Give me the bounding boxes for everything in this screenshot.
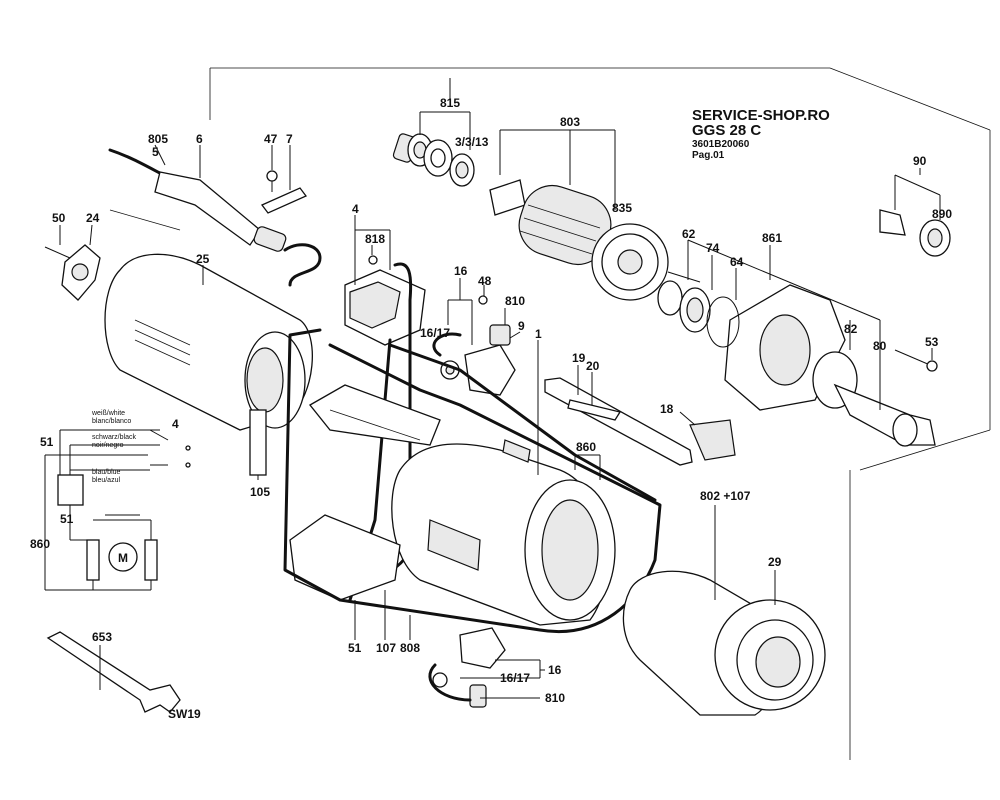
model-title: GGS 28 C (692, 122, 761, 139)
label-24: 24 (86, 211, 100, 225)
spindle-housing-82 (724, 284, 936, 447)
label-653: 653 (92, 630, 112, 644)
collet-90 (879, 209, 951, 257)
label-810-bottom: 810 (545, 691, 565, 705)
label-29: 29 (768, 555, 782, 569)
motor-symbol: M (118, 551, 128, 565)
label-19: 19 (572, 351, 586, 365)
armature-803 (489, 179, 701, 301)
label-50: 50 (52, 211, 66, 225)
label-16: 16 (454, 264, 468, 278)
inner-frame (289, 384, 441, 601)
label-16-17-bottom: 16/17 (500, 671, 530, 685)
part-labels: 815 803 3/3/13 835 805 5 6 47 7 4 818 50… (52, 96, 952, 721)
knob-24 (44, 244, 101, 301)
label-47: 47 (264, 132, 278, 146)
label-53: 53 (925, 335, 939, 349)
label-9: 9 (518, 319, 525, 333)
label-6: 6 (196, 132, 203, 146)
label-20: 20 (586, 359, 600, 373)
label-64: 64 (730, 255, 744, 269)
shop-title: SERVICE-SHOP.RO (692, 107, 830, 124)
wiring-schematic (44, 429, 191, 591)
label-810: 810 (505, 294, 525, 308)
label-860: 860 (576, 440, 596, 454)
label-74: 74 (706, 241, 720, 255)
label-25: 25 (196, 252, 210, 266)
front-housing-29 (622, 570, 826, 716)
housing-25 (104, 253, 313, 431)
label-815: 815 (440, 96, 460, 110)
label-105: 105 (250, 485, 270, 499)
label-805: 805 (148, 132, 168, 146)
label-90: 90 (913, 154, 927, 168)
wiring-label-860: 860 (30, 537, 50, 551)
leader-lines (59, 78, 941, 699)
part-number: 3601B20060 (692, 139, 750, 150)
label-48: 48 (478, 274, 492, 288)
label-861: 861 (762, 231, 782, 245)
clamp-parts (260, 170, 308, 214)
wire-blue-label-2: bleu/azul (92, 477, 120, 484)
label-7: 7 (286, 132, 293, 146)
brush-holder-bottom (428, 627, 506, 708)
wire-black-label-2: noir/negro (92, 442, 124, 449)
label-835: 835 (612, 201, 632, 215)
label-18: 18 (660, 402, 674, 416)
wiring-label-51: 51 (40, 435, 54, 449)
wire-white-label-2: blanc/blanco (92, 418, 131, 425)
screw-53 (894, 349, 938, 372)
wire-black-label: schwarz/black (92, 434, 136, 441)
guide-lines (109, 67, 991, 760)
power-cable-805 (108, 148, 322, 287)
label-4: 4 (352, 202, 359, 216)
switch-lever (544, 377, 736, 466)
spanner-653 (46, 631, 181, 713)
label-803: 803 (560, 115, 580, 129)
wire-blue-label: blau/blue (92, 469, 121, 476)
wire-white-label: weiß/white (91, 410, 125, 417)
wiring-labels: weiß/white blanc/blanco schwarz/black no… (30, 410, 179, 565)
wire-harness (283, 328, 662, 633)
label-818: 818 (365, 232, 385, 246)
label-1: 1 (535, 327, 542, 341)
label-sw19: SW19 (168, 707, 201, 721)
label-82: 82 (844, 322, 858, 336)
label-16-bottom: 16 (548, 663, 562, 677)
label-80: 80 (873, 339, 887, 353)
label-5: 5 (152, 145, 159, 159)
label-51: 51 (348, 641, 362, 655)
label-16-17: 16/17 (420, 326, 450, 340)
bearings-62-74 (657, 280, 740, 348)
label-107: 107 (376, 641, 396, 655)
label-808: 808 (400, 641, 420, 655)
page-number: Pag.01 (692, 150, 725, 161)
bearings-815 (392, 133, 475, 187)
label-802-107: 802 +107 (700, 489, 751, 503)
wiring-label-51b: 51 (60, 512, 74, 526)
label-62: 62 (682, 227, 696, 241)
wiring-label-4: 4 (172, 417, 179, 431)
label-3-3-13: 3/3/13 (455, 135, 489, 149)
motor-housing-1 (391, 439, 616, 626)
label-890: 890 (932, 207, 952, 221)
